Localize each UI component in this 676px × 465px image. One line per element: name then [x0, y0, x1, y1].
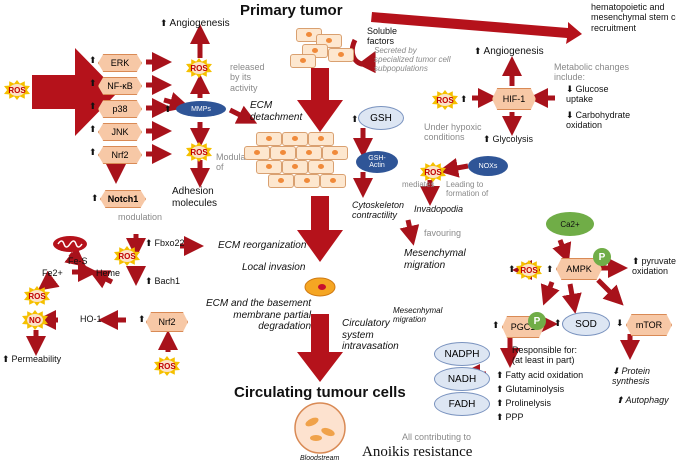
- nadh-node: NADH: [434, 367, 490, 391]
- kinase-p38: p38: [98, 100, 142, 118]
- glycolysis-label: Glycolysis: [483, 134, 534, 144]
- kinase-jnk: JNK: [98, 123, 142, 141]
- metabolic-changes-label: Metabolic changes include:: [554, 62, 630, 83]
- bach1-label: Bach1: [145, 276, 181, 286]
- angiogenesis-left-label: Angiogenesis: [160, 18, 230, 30]
- invading-cell: [304, 277, 336, 297]
- favouring-label: favouring: [424, 228, 462, 238]
- heme-label: Heme: [96, 268, 121, 278]
- ecm-detachment-label: ECM detachment: [250, 100, 303, 123]
- kinase-nfkb: NF-κB: [98, 77, 142, 95]
- modulation-of-label: Modulation of: [216, 152, 261, 173]
- invadopodia-label: Invadopodia: [414, 204, 464, 214]
- phospho-pgc1-badge: P: [528, 312, 546, 330]
- curved-arrows: [349, 38, 376, 74]
- cytoskeleton-label: Cytoskeleton contractility: [352, 200, 405, 221]
- anoikis-resistance-title: Anoikis resistance: [362, 444, 473, 460]
- carbohydrate-oxidation-label: Carbohydrate oxidation: [566, 110, 630, 131]
- big-arrows: [32, 12, 582, 382]
- gsh-node: GSH: [358, 106, 404, 130]
- sod-node: SOD: [562, 312, 610, 336]
- glucose-uptake-label: Glucose uptake: [566, 84, 609, 105]
- kinase-erk: ERK: [98, 54, 142, 72]
- all-contributing-label: All contributing to: [402, 432, 472, 442]
- bloodstream-vessel: [294, 402, 346, 454]
- big-arrow-to-circulating: [297, 314, 343, 382]
- secreted-label: Secreted by specialized tumor cell subpo…: [374, 46, 451, 74]
- adhesion-molecules-label: Adhesion molecules: [172, 186, 218, 209]
- hif1-box: HIF-1: [492, 88, 536, 110]
- ampk-box: AMPK: [556, 258, 602, 280]
- mitochondrion: [53, 236, 87, 252]
- page-title: Primary tumor: [240, 2, 343, 19]
- fe2-label: Fe2+: [42, 268, 63, 278]
- fes-label: Fe-S: [68, 256, 88, 266]
- big-arrow-detachment-to-invasion: [297, 196, 343, 262]
- ecm-reorganization-label: ECM reorganization: [218, 240, 307, 251]
- ecm-basement-label: ECM and the basement membrane partial de…: [206, 298, 312, 332]
- circulatory-intravasation-label: Circulatory system intravasation: [342, 318, 399, 352]
- circulating-tumour-cells-title: Circulating tumour cells: [234, 384, 406, 401]
- kinase-nrf2: Nrf2: [98, 146, 142, 164]
- responsible-label: Responsible for: (at least in part): [512, 345, 578, 366]
- stem-cell-recruitment-label: hematopoietic and mesenchymal stem cell …: [591, 2, 676, 33]
- permeability-label: Permeability: [2, 354, 62, 364]
- big-arrow-primary-to-detachment: [297, 68, 343, 132]
- ros-badge: ROS: [186, 142, 212, 162]
- big-arrow-ros-to-kinases: [32, 48, 118, 136]
- autophagy-label: Autophagy: [616, 395, 669, 405]
- notch1-box: Notch1: [100, 190, 146, 208]
- mesenchymal-migration-label: Mesenchymal migration: [404, 248, 466, 271]
- modulation-label: modulation: [118, 212, 163, 222]
- ros-badge: ROS: [420, 162, 446, 182]
- pyruvate-oxidation-label: pyruvate oxidation: [632, 256, 676, 277]
- local-invasion-label: Local invasion: [242, 262, 306, 273]
- soluble-factors-label: Soluble factors: [367, 26, 398, 47]
- released-label: released by its activity: [230, 62, 265, 93]
- process-item: PPP: [496, 412, 524, 422]
- process-item: Glutaminolysis: [496, 384, 565, 394]
- ros-badge: ROS: [516, 260, 542, 280]
- ros-badge: ROS: [186, 58, 212, 78]
- gsh-actin-node: GSH- Actin: [356, 151, 398, 173]
- nrf2-lower-box: Nrf2: [146, 312, 188, 332]
- nox-node: NOXs: [468, 156, 508, 176]
- fadh-node: FADH: [434, 392, 490, 416]
- fbxo22-label: Fbxo22: [145, 238, 185, 248]
- phospho-ampk-badge: P: [593, 248, 611, 266]
- ca2-node: Ca2+: [546, 212, 594, 236]
- no-badge: NO: [22, 310, 48, 330]
- nadph-node: NADPH: [434, 342, 490, 366]
- mtor-box: mTOR: [626, 314, 672, 336]
- mesenchymal-migration-small-label: Mesecnhymal migration: [393, 306, 443, 325]
- mediates-label: mediates: [402, 180, 435, 189]
- ros-badge: ROS: [24, 286, 50, 306]
- arrow-to-stem-cell: [371, 12, 582, 44]
- angiogenesis-right-label: Angiogenesis: [474, 46, 544, 58]
- protein-synthesis-label: Protein synthesis: [612, 366, 650, 387]
- leading-label: Leading to formation of: [446, 180, 489, 199]
- ros-badge: ROS: [4, 80, 30, 100]
- bloodstream-label: Bloodstream: [300, 455, 340, 462]
- process-item: Fatty acid oxidation: [496, 370, 584, 380]
- ros-badge: ROS: [114, 246, 140, 266]
- process-item: Prolinelysis: [496, 398, 552, 408]
- ho1-label: HO-1: [80, 314, 102, 324]
- under-hypoxic-label: Under hypoxic conditions: [424, 122, 482, 143]
- mmps-node: MMPs: [176, 101, 226, 117]
- ros-badge: ROS: [432, 90, 458, 110]
- ros-badge: ROS: [154, 356, 180, 376]
